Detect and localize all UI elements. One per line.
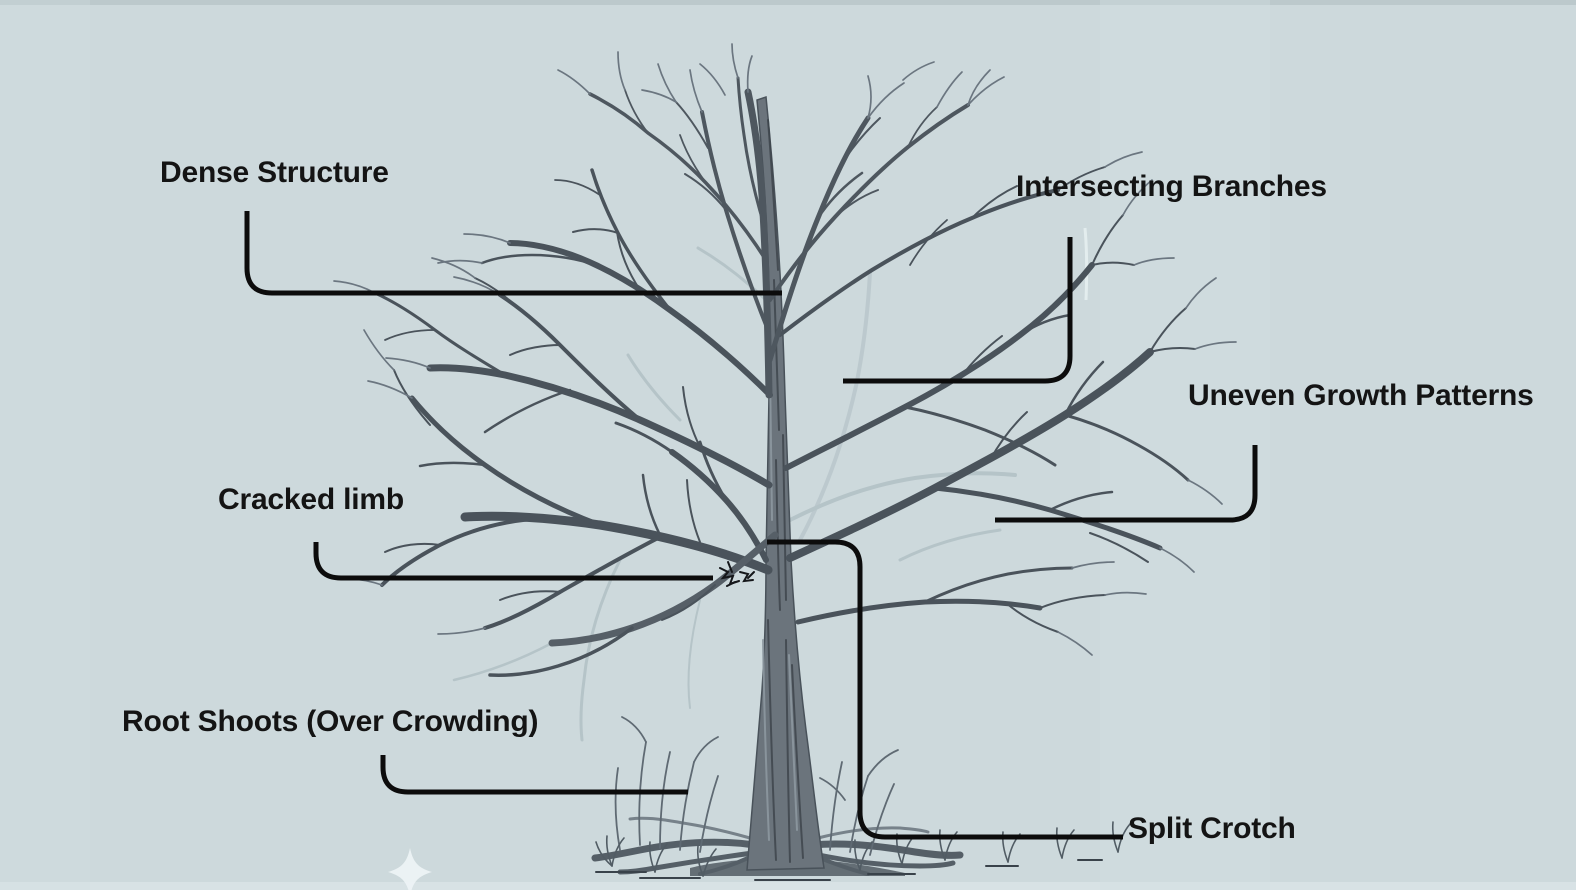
- label-uneven-growth-patterns: Uneven Growth Patterns: [1188, 379, 1534, 412]
- label-root-shoots: Root Shoots (Over Crowding): [122, 705, 539, 738]
- label-dense-structure: Dense Structure: [160, 156, 389, 189]
- tree-branches-right: [778, 166, 1196, 633]
- tree-trunk: [746, 95, 825, 871]
- crack-mark: [719, 561, 755, 587]
- label-intersecting-branches: Intersecting Branches: [1016, 170, 1327, 203]
- tree-ghost-branches: [452, 246, 1017, 742]
- connector-dense-structure: [244, 211, 782, 296]
- tree-branches-left: [373, 168, 779, 677]
- connector-split-crotch: [767, 539, 1123, 840]
- label-cracked-limb: Cracked limb: [218, 483, 405, 516]
- label-split-crotch: Split Crotch: [1128, 812, 1296, 845]
- connectors: [244, 211, 1258, 840]
- tree-roots: [591, 816, 964, 876]
- grass: [595, 821, 1131, 881]
- connector-intersecting-branches: [843, 237, 1073, 384]
- connector-uneven-growth-patterns: [995, 445, 1258, 523]
- connector-root-shoots: [380, 755, 688, 795]
- connector-cracked-limb: [313, 542, 713, 581]
- sparkle-icon: [388, 848, 432, 890]
